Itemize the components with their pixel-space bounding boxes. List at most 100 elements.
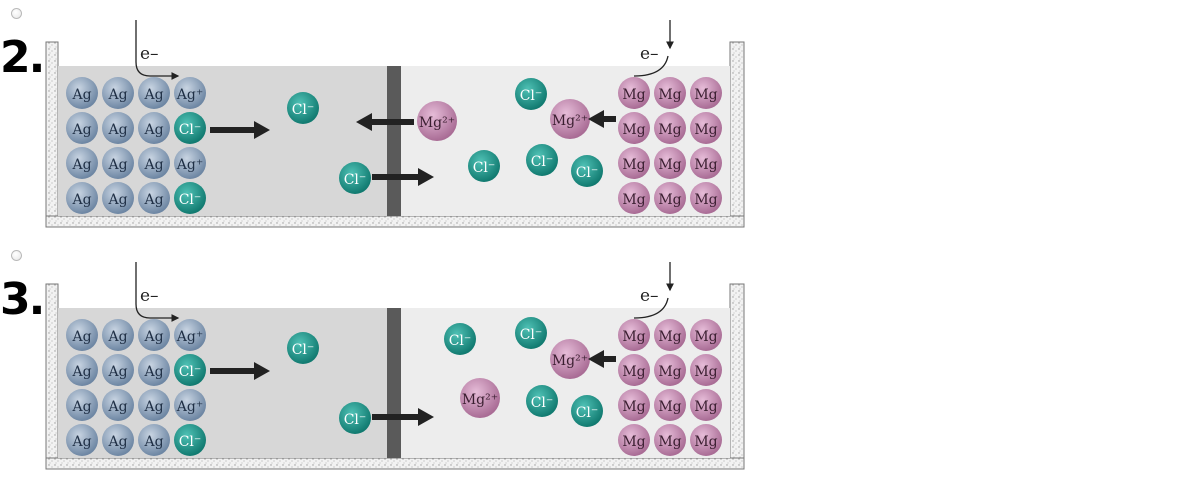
ag-atom-label: Ag [107,329,127,345]
mg-atom-label: Mg [694,364,717,380]
ag-atom-label: Ag [71,192,91,208]
radio-button-option-2[interactable] [11,8,22,19]
mg-atom-label: Mg [622,157,645,173]
mg-ion-label: Mg²⁺ [419,115,455,131]
cl-ion [339,402,371,434]
container-wall-left [45,283,59,470]
ag-atom-label: Ag [107,122,127,138]
cl-ion-label: Cl⁻ [449,333,472,349]
ag-atom [66,147,98,179]
ag-ion [174,319,206,351]
ag-atom [102,182,134,214]
container-wall-right [729,41,745,228]
cl-ion-label: Cl⁻ [179,192,202,208]
mg-ion [417,101,457,141]
mg-atom-label: Mg [694,157,717,173]
ag-ion-label: Ag⁺ [176,157,203,173]
mg-atom-label: Mg [694,192,717,208]
electron-label-right: e– [640,286,659,306]
mg-atom [654,354,686,386]
cl-ion-label: Cl⁻ [344,412,367,428]
cl-ion-label: Cl⁻ [292,102,315,118]
container-wall-left [45,41,59,228]
ag-atom [102,147,134,179]
cl-ion-label: Cl⁻ [344,172,367,188]
wire-right-curve [633,297,669,319]
cl-ion [174,424,206,456]
mg-atom-label: Mg [658,192,681,208]
mg-atom-label: Mg [658,157,681,173]
mg-atom-label: Mg [622,434,645,450]
handwritten-mark: 2. [0,32,45,83]
cl-ion-label: Cl⁻ [520,88,543,104]
mg-atom-label: Mg [622,87,645,103]
electrochemical-cell-diagram: e– e– Ag Ag Ag Ag⁺ Ag Ag Ag Cl⁻ Ag Ag Ag… [45,262,745,470]
arrow-right [210,362,270,380]
arrow-right [372,408,434,426]
ag-atom [138,77,170,109]
electrochemical-cell-diagram: e– e– Ag Ag Ag Ag⁺ Ag Ag Ag Cl⁻ Ag Ag Ag… [45,20,745,228]
mg-atom [618,147,650,179]
mg-ion-label: Mg²⁺ [552,353,588,369]
mg-electrode: Mg Mg Mg Mg Mg Mg Mg Mg Mg Mg Mg Mg [618,77,722,214]
ag-atom [138,389,170,421]
mg-atom-label: Mg [694,87,717,103]
mg-atom-label: Mg [694,399,717,415]
cl-ion [571,395,603,427]
mg-atom [690,147,722,179]
cl-ion [174,112,206,144]
ag-atom-label: Ag [71,399,91,415]
electron-label-right: e– [640,44,659,64]
arrow-right [210,121,270,139]
wire-left [135,20,180,80]
cl-ion [526,144,558,176]
ag-atom-label: Ag [107,399,127,415]
ag-atom-label: Ag [71,87,91,103]
ag-atom [138,112,170,144]
mg-ion-label: Mg²⁺ [552,113,588,129]
arrow-left [356,113,414,131]
mg-atom-label: Mg [658,364,681,380]
mg-atom [618,354,650,386]
ag-atom-label: Ag [71,329,91,345]
handwritten-mark: 3. [0,274,45,325]
ag-atom-label: Ag [107,157,127,173]
mg-atom-label: Mg [622,192,645,208]
cl-ion-label: Cl⁻ [531,154,554,170]
cl-ion-label: Cl⁻ [576,405,599,421]
cl-ion-label: Cl⁻ [473,160,496,176]
mg-ion [460,378,500,418]
cl-ion-label: Cl⁻ [179,434,202,450]
cl-ion [287,92,319,124]
cl-ion [515,78,547,110]
cl-ion-label: Cl⁻ [179,122,202,138]
ag-atom-label: Ag [71,364,91,380]
answer-option-2[interactable]: 2. [0,0,760,230]
ag-atom-label: Ag [143,192,163,208]
mg-atom [690,319,722,351]
ag-atom [138,182,170,214]
mg-ion [550,99,590,139]
ag-ion-label: Ag⁺ [176,329,203,345]
ag-atom-label: Ag [143,87,163,103]
mg-atom [654,112,686,144]
mg-atom-label: Mg [658,122,681,138]
ag-atom [102,424,134,456]
radio-button-option-3[interactable] [11,250,22,261]
mg-atom-label: Mg [622,399,645,415]
ag-atom-label: Ag [143,329,163,345]
cl-ion [571,155,603,187]
cl-ion [287,332,319,364]
ag-atom [66,319,98,351]
electron-label-left: e– [140,286,159,306]
ag-atom [66,389,98,421]
cl-ion-label: Cl⁻ [576,165,599,181]
ag-atom [102,319,134,351]
ag-ion [174,389,206,421]
ag-atom [102,354,134,386]
mg-atom [618,389,650,421]
answer-option-3[interactable]: 3. [0,242,760,472]
cl-ion-label: Cl⁻ [520,327,543,343]
mg-atom [690,354,722,386]
arrow-right [372,168,434,186]
